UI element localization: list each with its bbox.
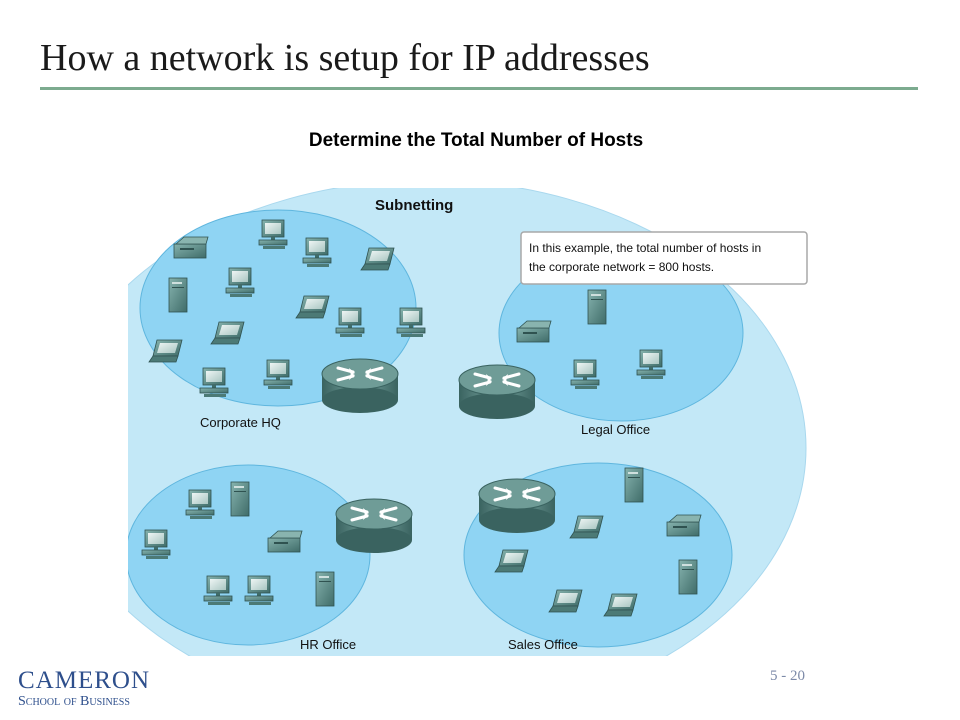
- subnetting-label: Subnetting: [375, 197, 453, 214]
- slide-title: How a network is setup for IP addresses: [40, 37, 650, 79]
- desktop-pc-icon: [258, 219, 288, 250]
- brand-subtitle: School of Business: [18, 694, 130, 709]
- callout-line-2: the corporate network = 800 hosts.: [529, 260, 714, 274]
- desktop-pc-icon: [263, 359, 293, 390]
- cameron-logo: CAMERON School of Business: [18, 668, 150, 710]
- server-icon: [678, 559, 698, 595]
- title-divider: [40, 87, 918, 90]
- network-diagram-svg: In this example, the total number of hos…: [128, 188, 808, 656]
- server-icon: [315, 571, 335, 607]
- desktop-pc-icon: [396, 307, 426, 338]
- desktop-pc-icon: [636, 349, 666, 380]
- server-icon: [230, 481, 250, 517]
- desktop-pc-icon: [570, 359, 600, 390]
- corporate-hq-label: Corporate HQ: [200, 415, 281, 430]
- desktop-pc-icon: [335, 307, 365, 338]
- desktop-pc-icon: [199, 367, 229, 398]
- diagram-subtitle: Determine the Total Number of Hosts: [308, 130, 644, 151]
- desktop-pc-icon: [203, 575, 233, 606]
- desktop-pc-icon: [302, 237, 332, 268]
- desktop-pc-icon: [225, 267, 255, 298]
- desktop-pc-icon: [185, 489, 215, 520]
- legal-office-label: Legal Office: [581, 422, 650, 437]
- server-icon: [168, 277, 188, 313]
- page-number: 5 - 20: [770, 668, 805, 684]
- router-icon: [334, 497, 414, 555]
- router-icon: [457, 363, 537, 421]
- brand-name: CAMERON: [18, 667, 151, 694]
- router-icon: [477, 477, 557, 535]
- hr-office-label: HR Office: [300, 637, 356, 652]
- router-icon: [320, 357, 400, 415]
- callout-line-1: In this example, the total number of hos…: [529, 241, 761, 255]
- desktop-pc-icon: [244, 575, 274, 606]
- server-icon: [587, 289, 607, 325]
- server-icon: [624, 467, 644, 503]
- sales-office-label: Sales Office: [508, 637, 578, 652]
- desktop-pc-icon: [141, 529, 171, 560]
- callout-box: [520, 231, 808, 285]
- network-diagram: In this example, the total number of hos…: [128, 188, 813, 656]
